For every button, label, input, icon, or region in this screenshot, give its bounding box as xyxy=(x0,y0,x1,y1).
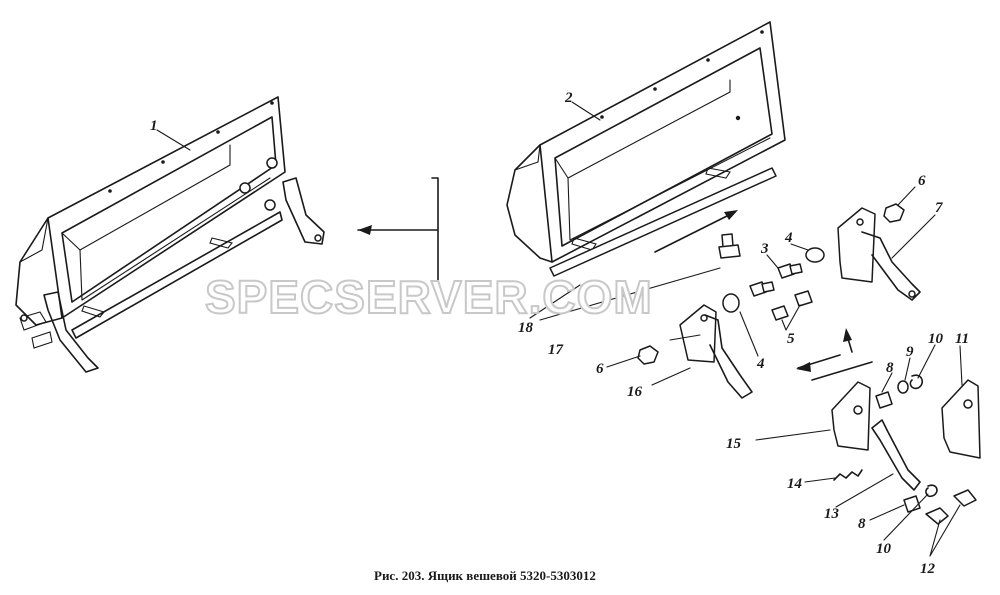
washer-upper xyxy=(805,247,825,263)
latch-bracket xyxy=(831,381,871,451)
small-bracket-a xyxy=(925,507,949,525)
callout-6-upper: 6 xyxy=(918,173,926,189)
stud-part xyxy=(718,233,741,259)
callout-1: 1 xyxy=(150,118,158,134)
trim-strip-part xyxy=(549,167,777,277)
nut-upper xyxy=(883,203,905,223)
bolt-upper xyxy=(875,391,893,409)
box-body-part xyxy=(506,21,786,263)
bolt-set xyxy=(749,263,813,321)
assembly-arrow xyxy=(357,177,439,283)
spring-washer xyxy=(897,380,909,394)
leader-lines xyxy=(156,101,963,557)
callout-5: 5 xyxy=(787,331,795,347)
callout-13: 13 xyxy=(824,506,840,522)
hinge-bracket-right xyxy=(837,207,921,301)
glove-box-assembly xyxy=(15,96,325,373)
watermark-text: SPECSERVER.COM xyxy=(205,271,653,323)
clip-lower xyxy=(925,484,938,498)
washer-lower xyxy=(722,293,740,313)
callout-8-lower: 8 xyxy=(858,516,866,532)
clip-upper xyxy=(909,374,924,390)
callout-18: 18 xyxy=(518,320,534,336)
callout-4-upper: 4 xyxy=(784,230,793,246)
callout-labels: 1 2 3 4 4 5 6 6 7 8 8 9 10 10 11 12 13 1… xyxy=(150,90,969,577)
callout-17: 17 xyxy=(548,342,564,358)
callout-6-lower: 6 xyxy=(596,361,604,377)
callout-8-upper: 8 xyxy=(886,360,894,376)
link-rod xyxy=(871,419,921,491)
callout-11: 11 xyxy=(955,331,969,347)
callout-15: 15 xyxy=(726,436,742,452)
callout-12: 12 xyxy=(920,561,936,577)
callout-9: 9 xyxy=(906,344,914,360)
side-plate xyxy=(941,379,981,459)
callout-2: 2 xyxy=(564,90,573,106)
callout-14: 14 xyxy=(787,476,803,492)
callout-3: 3 xyxy=(760,241,769,257)
bolt-lower xyxy=(903,495,921,513)
figure-caption: Рис. 203. Ящик вешевой 5320-5303012 xyxy=(374,568,596,583)
callout-4-lower: 4 xyxy=(756,356,765,372)
callout-7: 7 xyxy=(935,200,943,216)
hinge-bracket-left xyxy=(669,304,753,399)
callout-10-upper: 10 xyxy=(928,331,944,347)
callout-16: 16 xyxy=(627,384,643,400)
spring xyxy=(833,469,863,481)
nut-lower xyxy=(637,345,659,365)
small-bracket-b xyxy=(953,489,977,507)
callout-10-lower: 10 xyxy=(876,541,892,557)
